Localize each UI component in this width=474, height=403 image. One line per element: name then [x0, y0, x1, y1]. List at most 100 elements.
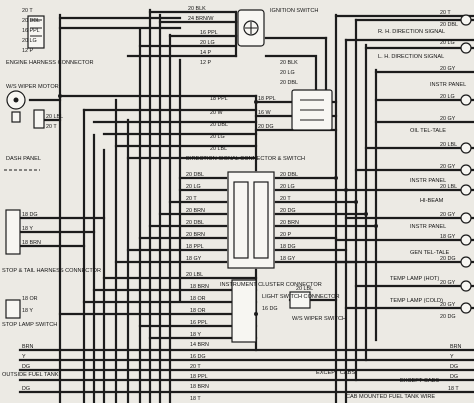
- splice-dots: [58, 94, 378, 316]
- wire-label: 12 P: [22, 48, 33, 54]
- temp-lamp-hot-label: TEMP LAMP (HOT): [390, 276, 439, 282]
- wire-label: 14 BRN: [190, 342, 209, 348]
- wire-label: 20 DBL: [210, 122, 228, 128]
- ignition-switch-label: IGNITION SWITCH: [270, 8, 318, 14]
- wire-label: BRN: [22, 344, 33, 350]
- wire-label: 18 GY: [186, 256, 202, 262]
- wire-label: 18 BRN: [22, 240, 41, 246]
- direction-signal-connector-label: DIRECTION SIGNAL CONNECTOR & SWITCH: [186, 156, 305, 162]
- wire-label: 20 T: [190, 364, 201, 370]
- wire-label: 20 W: [210, 110, 223, 116]
- wire-label: 20 DG: [280, 208, 296, 214]
- cluster-bus: [114, 176, 378, 264]
- wire-label: 20 DG: [440, 314, 456, 320]
- wire-label: 20 LBL: [210, 146, 227, 152]
- wire-label: 20 LBL: [46, 114, 63, 120]
- wire-label: 20 DG: [440, 256, 456, 262]
- wire-label: 20 DBL: [440, 22, 458, 28]
- wire-label: 20 BLK: [188, 6, 206, 12]
- wiper-switch: [289, 291, 311, 309]
- wiper-switch-label: W/S WIPER SWITCH: [292, 316, 346, 322]
- wire-label: 20 LBL: [440, 184, 457, 190]
- wire-label: 20 LBL: [440, 142, 457, 148]
- wire-label: 18 T: [190, 396, 201, 402]
- wire-label: 18 DG: [280, 244, 296, 250]
- wire-label: 20 DBL: [280, 172, 298, 178]
- wire-label: 20 T: [186, 196, 197, 202]
- except-cabs-label-2: EXCEPT CABS: [400, 378, 439, 384]
- wire-label: 18 PPL: [210, 96, 228, 102]
- wire-label: 20 DBL: [22, 18, 40, 24]
- wire-label: 20 DBL: [280, 80, 298, 86]
- wire-label: 18 OR: [22, 296, 38, 302]
- wire-label: 20 BRN: [186, 208, 205, 214]
- lh-direction-signal-label: L. H. DIRECTION SIGNAL: [378, 54, 444, 60]
- wire-label: 16 PPL: [200, 30, 218, 36]
- oil-tel-tale-label: OIL TEL-TALE: [410, 128, 446, 134]
- wire-label: 20 T: [440, 10, 451, 16]
- wire-label: 12 P: [200, 60, 211, 66]
- wiper-motor: [6, 90, 45, 129]
- wire-label: DG: [22, 364, 30, 370]
- wire-label: DG: [450, 374, 458, 380]
- instr-panel-label-3: INSTR PANEL: [410, 224, 446, 230]
- wire-label: 14 P: [200, 50, 211, 56]
- gen-tel-tale-label: GEN TEL-TALE: [410, 250, 450, 256]
- wire-label: 20 LG: [280, 70, 295, 76]
- stop-lamp-switch: [5, 299, 21, 319]
- wire-label: 18 OR: [190, 296, 206, 302]
- direction-signal-connector: [227, 171, 275, 269]
- wire-label: Y: [22, 354, 26, 360]
- wire-label: 16 DG: [190, 354, 206, 360]
- wire-label: 18 GY: [440, 234, 456, 240]
- instr-panel-label-1: INSTR PANEL: [430, 82, 466, 88]
- wire-label: 20 LBL: [296, 286, 313, 292]
- wire-label: 16 W: [258, 110, 271, 116]
- wire-label: 20 BLK: [280, 60, 298, 66]
- wire-label: DG: [450, 364, 458, 370]
- wire-label: 20 BRN: [280, 220, 299, 226]
- instrument-panel-lamps: [460, 94, 472, 314]
- hi-beam-label: HI-BEAM: [420, 198, 444, 204]
- ignition-switch: [237, 9, 265, 47]
- wire-label: 20 GY: [440, 164, 456, 170]
- wire-label: 18 Y: [190, 332, 201, 338]
- stop-tail-connector: [5, 209, 21, 255]
- wire-label: 20 LG: [440, 94, 455, 100]
- wire-label: 18 PPL: [258, 96, 276, 102]
- wire-label: 18 PPL: [186, 244, 204, 250]
- rh-direction-lamp: [460, 14, 472, 26]
- instrument-cluster-label: INSTRUMENT CLUSTER CONNECTOR: [220, 282, 322, 288]
- wire-label: 18 BRN: [190, 284, 209, 290]
- wire-label: 18 GY: [280, 256, 296, 262]
- turn-signal-switch: [291, 89, 333, 131]
- wire-label: 20 LBL: [186, 272, 203, 278]
- wire-label: 18 T: [448, 386, 459, 392]
- rh-direction-signal-label: R. H. DIRECTION SIGNAL: [378, 29, 445, 35]
- wire-label: 20 LG: [200, 40, 215, 46]
- wire-label: 20 GY: [440, 212, 456, 218]
- temp-lamp-cold-label: TEMP LAMP (COLD): [390, 298, 443, 304]
- wire-label: 18 Y: [22, 308, 33, 314]
- wire-label: 16 PPL: [190, 320, 208, 326]
- instr-panel-label-2: INSTR PANEL: [410, 178, 446, 184]
- wire-label: 20 GY: [440, 66, 456, 72]
- top-bus: [58, 10, 474, 100]
- wire-label: 20 LG: [186, 184, 201, 190]
- component-labels: ENGINE HARNESS CONNECTOR W/S WIPER MOTOR…: [2, 8, 466, 400]
- wire-label: BRN: [450, 344, 461, 350]
- wire-label: 18 Y: [22, 226, 33, 232]
- wire-label: 20 LG: [440, 40, 455, 46]
- wire-label: 20 LG: [22, 38, 37, 44]
- engine-harness-label: ENGINE HARNESS CONNECTOR: [6, 60, 94, 66]
- light-switch-label: LIGHT SWITCH CONNECTOR: [262, 294, 340, 300]
- stop-lamp-switch-label: STOP LAMP SWITCH: [2, 322, 57, 328]
- wire-label: 18 OR: [190, 308, 206, 314]
- wire-label: 20 GY: [440, 116, 456, 122]
- wire-label: 20 GY: [440, 280, 456, 286]
- except-cabs-label-1: EXCEPT CABS: [316, 370, 355, 376]
- wire-label: 24 BRN/W: [188, 16, 214, 22]
- wire-label: 16 PPL: [22, 28, 40, 34]
- wire-label: 18 BRN: [190, 384, 209, 390]
